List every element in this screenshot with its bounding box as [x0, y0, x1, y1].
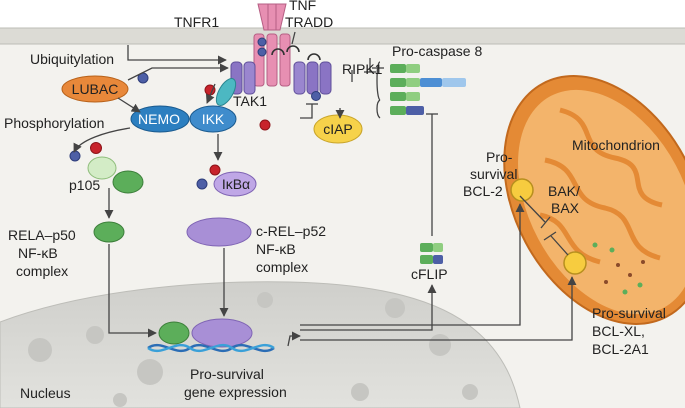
bcl2-label-line1: Pro-	[486, 149, 513, 165]
tak1-label: TAK1	[233, 93, 267, 109]
rela-p50-node	[93, 221, 125, 243]
cflip-icon	[420, 243, 443, 264]
ciap-label: cIAP	[323, 121, 353, 137]
tradd-label: TRADD	[285, 14, 333, 30]
tak1-icon	[215, 78, 237, 106]
tnfr1-receptor-icon	[253, 33, 291, 87]
ripk1-label: RIPK1	[342, 61, 383, 77]
rela-label-line3: complex	[16, 263, 68, 279]
crel-label-line2: NF-κB	[256, 241, 296, 257]
pathway-arrows	[73, 31, 577, 347]
nemo-label: NEMO	[138, 111, 180, 127]
p105-node	[87, 156, 117, 180]
bclxl-label-line2: BCL-XL,	[592, 323, 645, 339]
mitochondrion	[503, 75, 685, 325]
nuclear-rela-node	[158, 321, 190, 345]
bcl2-node	[510, 178, 534, 202]
ikba-node	[213, 171, 257, 197]
crel-label-line3: complex	[256, 259, 308, 275]
tnfr1-label: TNFR1	[174, 14, 219, 30]
bak-label-line1: BAK/	[548, 183, 580, 199]
crel-p52-node	[186, 217, 252, 247]
procaspase8-icon	[390, 64, 466, 115]
tnf-icon	[257, 3, 287, 31]
ikk-node	[189, 105, 237, 133]
dna-icon	[147, 343, 275, 353]
ubiquitylation-label: Ubiquitylation	[30, 51, 114, 67]
bak-label-line2: BAX	[551, 200, 580, 216]
p105-label: p105	[69, 177, 100, 193]
bcl2-label-line3: BCL-2	[463, 183, 503, 199]
procaspase8-label: Pro-caspase 8	[392, 43, 482, 59]
rela-label-line2: NF-κB	[18, 245, 58, 261]
bclxl-node	[563, 251, 587, 275]
mitochondrion-label: Mitochondrion	[572, 137, 660, 153]
phosphorylation-label: Phosphorylation	[4, 115, 104, 131]
lubac-label: LUBAC	[72, 81, 119, 97]
nemo-node	[130, 105, 190, 133]
lubac-node	[61, 75, 129, 103]
bclxl-label-line1: Pro-survival	[592, 305, 666, 321]
crel-label-line1: c-REL–p52	[256, 223, 326, 239]
nucleus-label: Nucleus	[20, 385, 71, 401]
phosphate-icon	[90, 84, 271, 176]
plasma-membrane	[0, 28, 685, 44]
ikba-label: IκBα	[222, 176, 250, 192]
gene-expression-label-line1: Pro-survival	[190, 366, 264, 382]
ripk1-tradd-complex-icon	[230, 45, 332, 95]
bcl2-label-line2: survival	[470, 166, 517, 182]
nuclear-crel-node	[191, 318, 253, 348]
tnf-label: TNF	[289, 0, 316, 13]
gene-expression-label-line2: gene expression	[184, 384, 287, 400]
ubiquitin-chain-icon	[69, 37, 321, 190]
ikk-label: IKK	[202, 111, 225, 127]
p50-node	[112, 170, 144, 194]
bclxl-label-line3: BCL-2A1	[592, 341, 649, 357]
rela-label-line1: RELA–p50	[8, 227, 76, 243]
cflip-label: cFLIP	[411, 266, 448, 282]
